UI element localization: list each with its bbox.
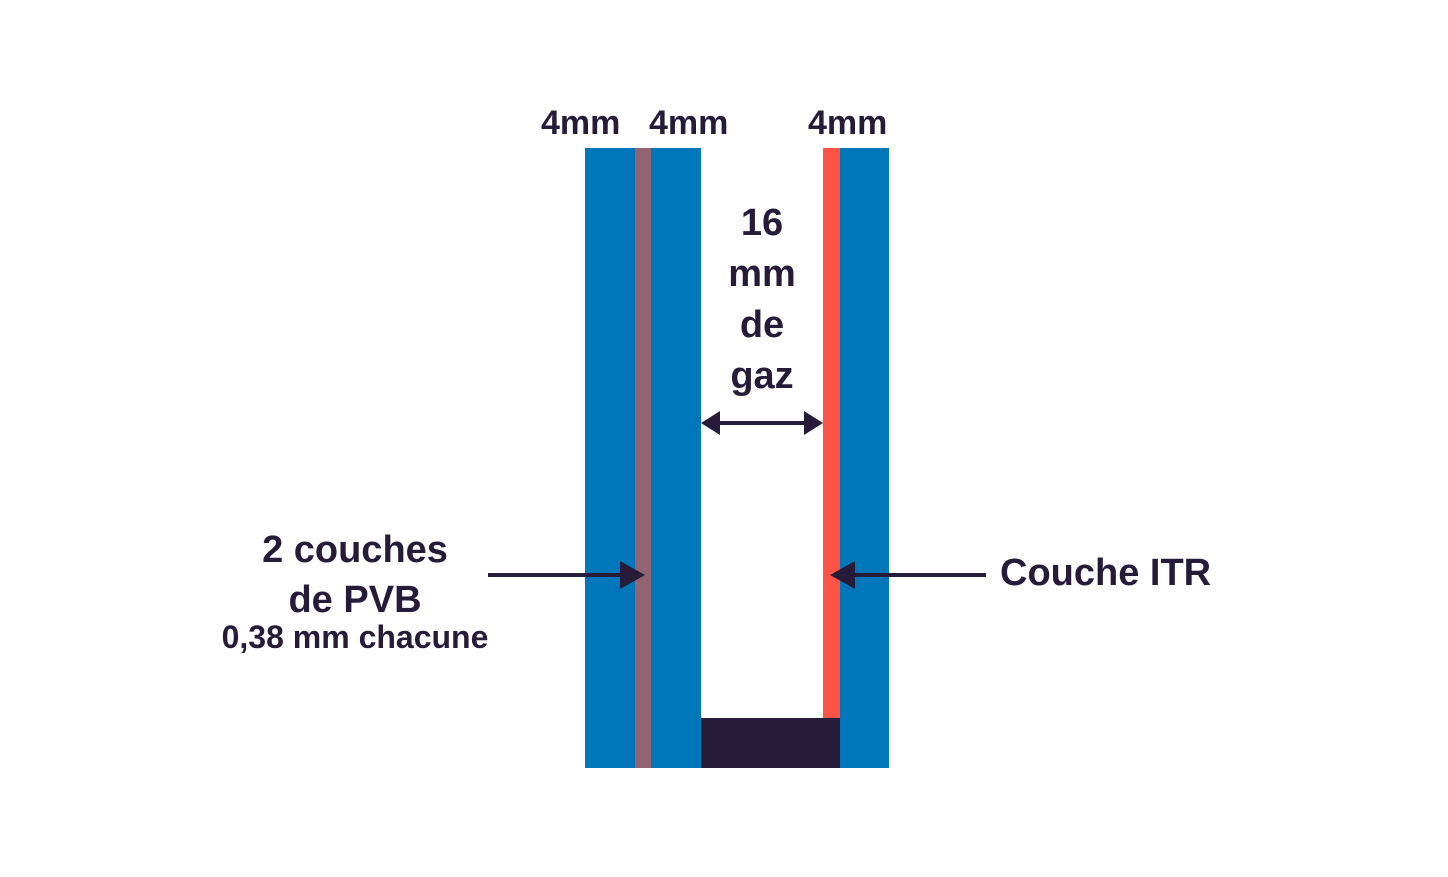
glass-pane-left-outer	[585, 148, 635, 768]
gap-line-4: gaz	[730, 355, 794, 397]
pvb-title-line2: de PVB	[288, 579, 422, 621]
thickness-label-left-outer: 4mm	[541, 104, 621, 142]
arrow-right-icon	[488, 561, 645, 589]
glass-pane-left-inner	[651, 148, 701, 768]
itr-coating	[823, 148, 840, 768]
thickness-label-left-inner: 4mm	[649, 104, 729, 142]
itr-annotation: Couche ITR	[1000, 552, 1212, 594]
arrow-left-icon	[830, 561, 986, 589]
double-arrow-icon	[701, 411, 823, 435]
pvb-title-line1: 2 couches	[262, 529, 448, 571]
gap-line-1: 16	[740, 202, 784, 244]
gap-line-2: mm	[728, 253, 796, 295]
thickness-label-right: 4mm	[808, 104, 888, 142]
pvb-annotation: 2 couches de PVB 0,38 mm chacune	[180, 525, 530, 656]
spacer-bar	[701, 718, 840, 768]
gap-line-3: de	[739, 304, 785, 346]
glass-pane-right	[840, 148, 889, 768]
pvb-subtitle: 0,38 mm chacune	[221, 619, 489, 655]
gas-gap-label: 16 mm de gaz	[701, 198, 823, 402]
pvb-layer	[635, 148, 651, 768]
